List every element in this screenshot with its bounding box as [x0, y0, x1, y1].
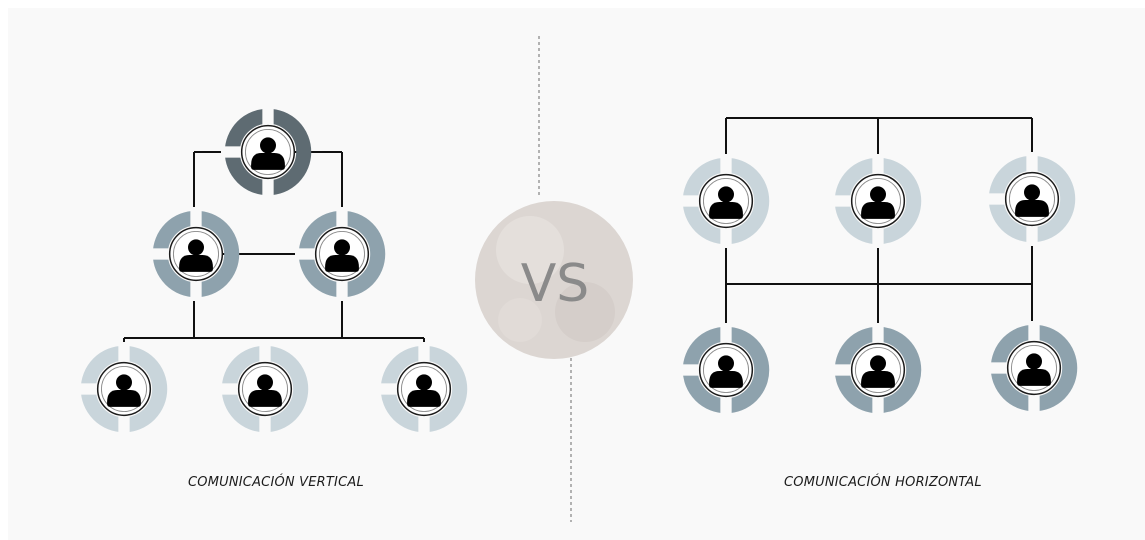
person-node-h-bottom-left [679, 323, 762, 417]
person-node-bottom-left [77, 342, 160, 436]
person-node-h-top-left [679, 154, 762, 248]
caption-horizontal: COMUNICACIÓN HORIZONTAL [784, 475, 982, 490]
person-node-h-bottom-center [831, 323, 914, 417]
person-node-bottom-right [377, 342, 460, 436]
person-node-mid-right [295, 207, 378, 301]
vs-text: VS [521, 254, 590, 314]
vs-badge: VS [475, 201, 633, 359]
caption-vertical: COMUNICACIÓN VERTICAL [188, 475, 364, 490]
person-node-top [221, 105, 304, 199]
person-node-bottom-center [218, 342, 301, 436]
person-node-h-top-right [985, 152, 1068, 246]
person-node-mid-left [149, 207, 232, 301]
horizontal-connectors [725, 117, 1033, 330]
person-node-h-top-center [831, 154, 914, 248]
person-node-h-bottom-right [987, 321, 1070, 415]
